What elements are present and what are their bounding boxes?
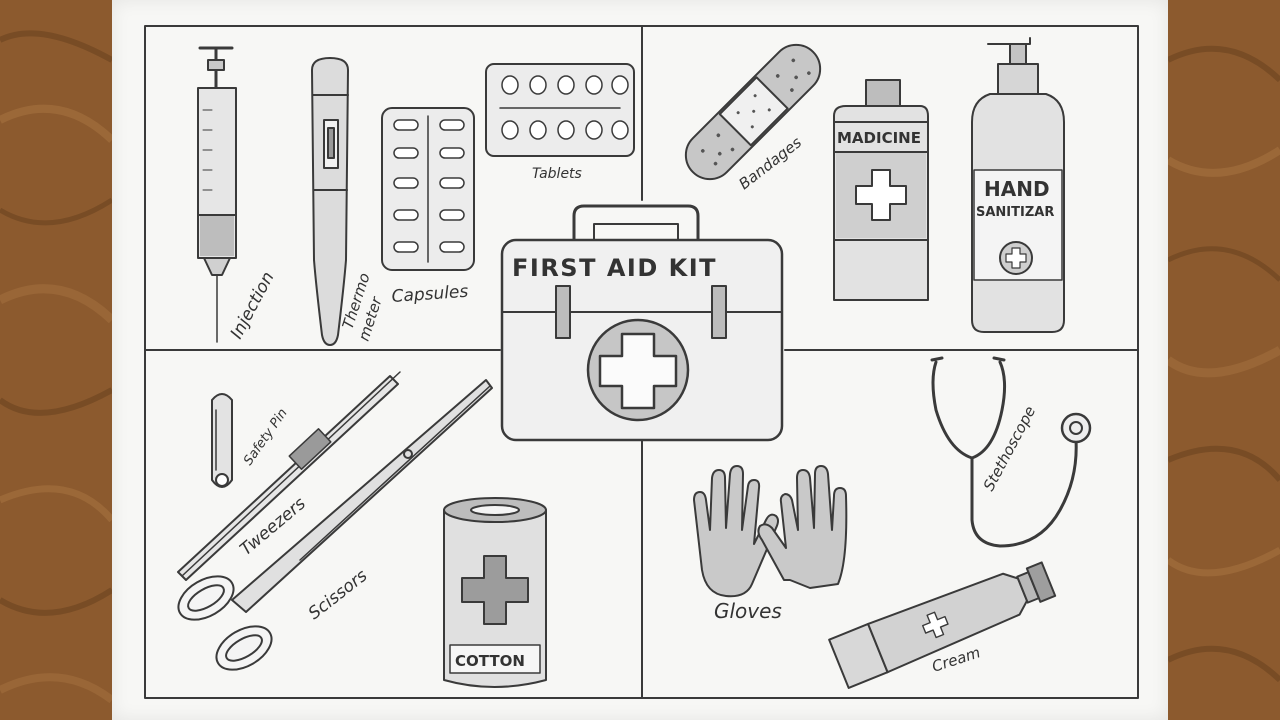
wood-table-left xyxy=(0,0,112,720)
safety-pin-icon xyxy=(211,393,233,488)
tweezers-icon xyxy=(177,371,401,581)
gloves-label: Gloves xyxy=(714,599,782,623)
sanitizer-bottle-icon xyxy=(971,37,1065,333)
capsules-label: Capsules xyxy=(391,282,469,307)
capsule-strip-icon xyxy=(381,107,475,271)
sanitizer-hand-label: HAND xyxy=(984,177,1050,201)
safety-pin-label: Safety Pin xyxy=(241,406,291,468)
scissors-label: Scissors xyxy=(305,566,372,624)
cream-tube-icon xyxy=(828,561,1057,689)
sanitizer-label: SANITIZAR xyxy=(976,205,1054,220)
tablets-label: Tablets xyxy=(532,166,582,182)
first-aid-box-icon xyxy=(500,204,784,442)
scissors-icon xyxy=(177,379,493,671)
tablet-strip-icon xyxy=(485,63,635,157)
stethoscope-icon xyxy=(930,356,1092,548)
medicine-bottle-icon xyxy=(833,79,929,301)
cotton-roll-icon xyxy=(443,497,547,688)
medicine-label: MADICINE xyxy=(837,129,921,147)
gloves-icon xyxy=(693,465,848,598)
thermometer-icon xyxy=(311,57,349,346)
stethoscope-label: Stethoscope xyxy=(980,403,1040,494)
first-aid-kit-title: FIRST AID KIT xyxy=(512,254,717,282)
bandage-icon xyxy=(684,43,822,181)
drawing-frame xyxy=(144,25,1139,699)
injection-label: Injection xyxy=(227,269,279,343)
cotton-label: COTTON xyxy=(455,652,525,670)
wood-table-right xyxy=(1168,0,1280,720)
syringe-icon xyxy=(197,46,237,343)
